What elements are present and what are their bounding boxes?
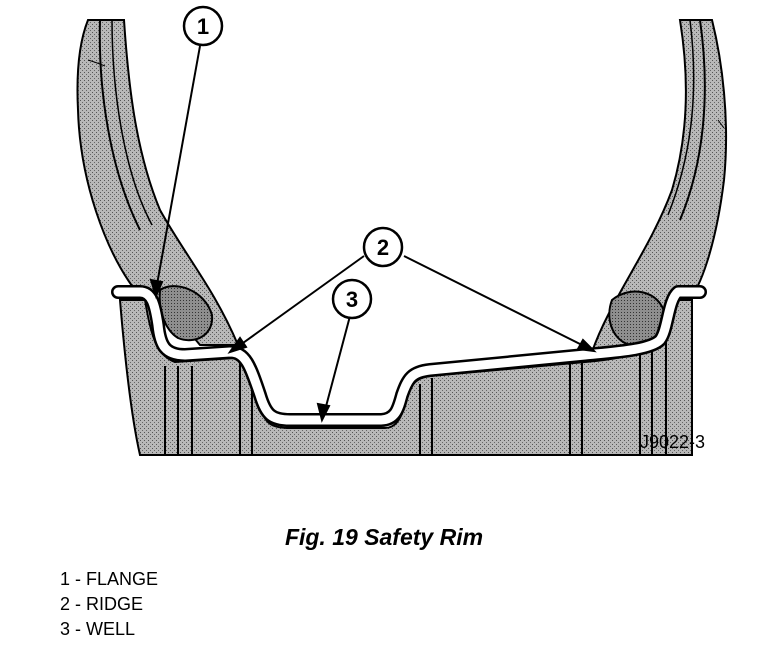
legend-item-flange: 1 - FLANGE (60, 569, 159, 589)
callout-2-label: 2 (377, 235, 389, 260)
callout-3-label: 3 (346, 287, 358, 312)
rim-profile (111, 285, 707, 427)
legend-item-ridge: 2 - RIDGE (60, 594, 144, 614)
legend-item-well: 3 - WELL (60, 619, 136, 639)
right-tire-sidewall (590, 19, 728, 353)
callout-2: 2 (362, 226, 404, 268)
callout-1: 1 (182, 5, 224, 47)
left-tire-sidewall (76, 19, 240, 346)
callout-3: 3 (331, 278, 373, 320)
legend: 1 - FLANGE 2 - RIDGE 3 - WELL (60, 567, 158, 642)
leader-lines (149, 45, 597, 423)
figure-id-label: J9022-3 (640, 432, 705, 452)
figure-caption: Fig. 19 Safety Rim (284, 524, 484, 550)
safety-rim-diagram: 1 2 3 J9022-3 (76, 5, 728, 456)
callout-1-label: 1 (197, 14, 209, 39)
